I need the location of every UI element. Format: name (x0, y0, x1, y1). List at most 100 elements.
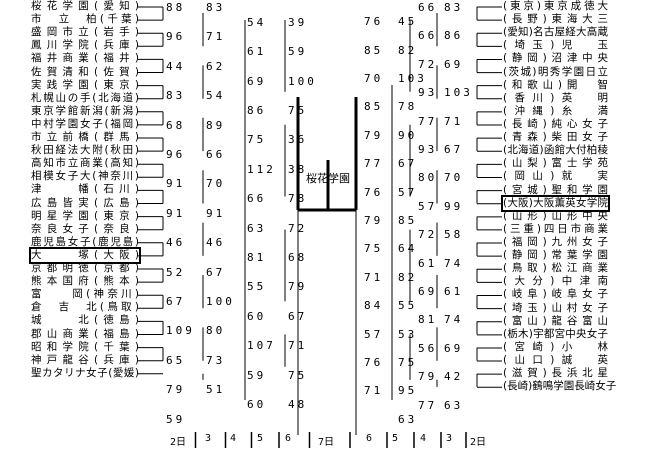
score-right: 79 (418, 370, 438, 384)
score-right: 70 (364, 72, 384, 85)
team-name-right: (栃木)宇都宮中央女子 (503, 327, 608, 340)
score-left: 60 (247, 309, 267, 323)
score-right: 81 (418, 313, 438, 327)
score-left: 86 (247, 103, 267, 117)
team-name-right: (滋賀)長浜北星 (503, 367, 608, 380)
team-name-left: 盛岡市立(岩手) (31, 26, 139, 39)
score-left: 39 (288, 15, 308, 29)
team-name-right: (大阪)大阪薫英女学院 (501, 194, 610, 212)
score-right: 42 (444, 370, 464, 384)
score-left: 62 (206, 59, 226, 73)
score-right: 71 (364, 270, 384, 284)
team-name-right: (茨城)明秀学園日立 (503, 65, 608, 78)
score-right: 77 (418, 398, 438, 412)
team-name-left: 富 岡(神奈川) (31, 288, 139, 301)
score-right: 75 (398, 356, 418, 369)
team-name-left: 明星学園(東京) (31, 209, 139, 222)
score-right: 58 (444, 228, 464, 242)
team-name-left: 市 立 柏(千葉) (31, 13, 139, 26)
score-left: 48 (288, 397, 308, 411)
team-name-right: (三重)四日市商業 (503, 222, 608, 235)
score-right: 67 (398, 157, 418, 171)
score-right: 45 (398, 15, 418, 29)
score-right: 95 (398, 384, 418, 398)
day-label: 5 (257, 433, 264, 444)
score-right: 103 (398, 72, 427, 85)
team-name-right: (山形)山形中央 (503, 209, 608, 222)
team-name-right: (和歌山)開 智 (503, 78, 608, 91)
score-left: 81 (247, 250, 267, 264)
team-name-left: 市立前橋(群馬) (31, 131, 139, 143)
score-right: 77 (364, 157, 384, 171)
score-left: 75 (247, 133, 267, 147)
score-left: 46 (206, 236, 226, 250)
score-right: 69 (444, 341, 464, 355)
score-left: 83 (206, 1, 226, 14)
score-right: 56 (418, 341, 438, 355)
score-right: 53 (398, 327, 418, 341)
team-name-left: 札幌山の手(北海道) (31, 91, 139, 104)
score-right: 76 (364, 185, 384, 199)
team-name-left: 佐賀清和(佐賀) (31, 65, 139, 78)
score-left: 91 (206, 206, 226, 220)
score-left: 91 (166, 177, 186, 191)
team-name-left: 津 幡(石川) (31, 183, 139, 196)
score-left: 68 (288, 250, 308, 264)
score-left: 59 (288, 45, 308, 59)
team-name-left: 聖カタリナ女子(愛媛) (31, 366, 139, 379)
score-left: 79 (288, 280, 308, 294)
score-right: 61 (418, 256, 438, 270)
score-left: 96 (166, 30, 186, 44)
score-right: 99 (444, 199, 464, 213)
team-name-left: 相模女子大(神奈川) (31, 170, 139, 183)
score-left: 109 (166, 324, 195, 338)
score-left: 59 (166, 412, 186, 426)
team-name-right: (沖縄)糸 満 (503, 104, 608, 117)
score-right: 71 (444, 114, 464, 128)
day-label: 2日 (170, 437, 187, 448)
day-label: 7日 (318, 437, 335, 448)
team-name-right: (長崎)純心女子 (503, 118, 608, 131)
score-right: 69 (444, 57, 464, 71)
score-left: 71 (288, 339, 308, 353)
team-name-right: (長崎)鶴鳴学園長崎女子 (503, 380, 617, 393)
team-name-right: (宮城)聖和学園 (503, 183, 608, 196)
team-name-right: (静岡)沼津中央 (503, 52, 608, 65)
team-name-right: (岐阜)岐阜女子 (503, 288, 608, 301)
score-right: 55 (398, 299, 418, 313)
score-left: 44 (166, 59, 186, 73)
day-label: 6 (366, 433, 373, 444)
team-name-left: 神戸龍谷(兵庫) (31, 353, 139, 366)
team-name-left: 熊本国府(熊本) (31, 275, 139, 288)
team-name-left: 高知市立商業(高知) (31, 157, 139, 170)
score-right: 86 (444, 29, 464, 43)
team-name-left: 郡山商業(福島) (31, 327, 139, 340)
team-name-right: (富山)龍谷富山 (503, 314, 608, 327)
score-right: 85 (364, 100, 384, 114)
score-left: 54 (206, 89, 226, 103)
score-left: 83 (166, 89, 186, 103)
score-right: 76 (364, 15, 384, 29)
score-left: 88 (166, 1, 186, 14)
score-right: 67 (444, 143, 464, 156)
team-name-right: (宮崎)小 林 (503, 340, 608, 353)
score-left: 52 (166, 265, 186, 279)
score-right: 61 (444, 285, 464, 298)
team-name-right: (東京)東京成徳大 (503, 0, 608, 12)
team-name-left: 広島皆実(広島) (31, 196, 139, 209)
day-label: 3 (446, 433, 453, 444)
team-name-right: (鳥取)松江商業 (503, 262, 608, 275)
score-left: 78 (288, 192, 308, 206)
score-left: 69 (247, 74, 267, 88)
score-left: 65 (166, 353, 186, 367)
team-name-right: (愛知)名古屋経大高蔵 (503, 26, 608, 39)
score-right: 76 (364, 356, 384, 369)
score-left: 73 (206, 353, 226, 367)
day-label: 2日 (470, 437, 487, 448)
score-right: 57 (398, 185, 418, 199)
team-name-left: 鹿児島女子(鹿児島) (31, 235, 139, 248)
score-right: 85 (398, 214, 418, 227)
score-left: 91 (166, 206, 186, 220)
score-left: 67 (206, 265, 226, 279)
